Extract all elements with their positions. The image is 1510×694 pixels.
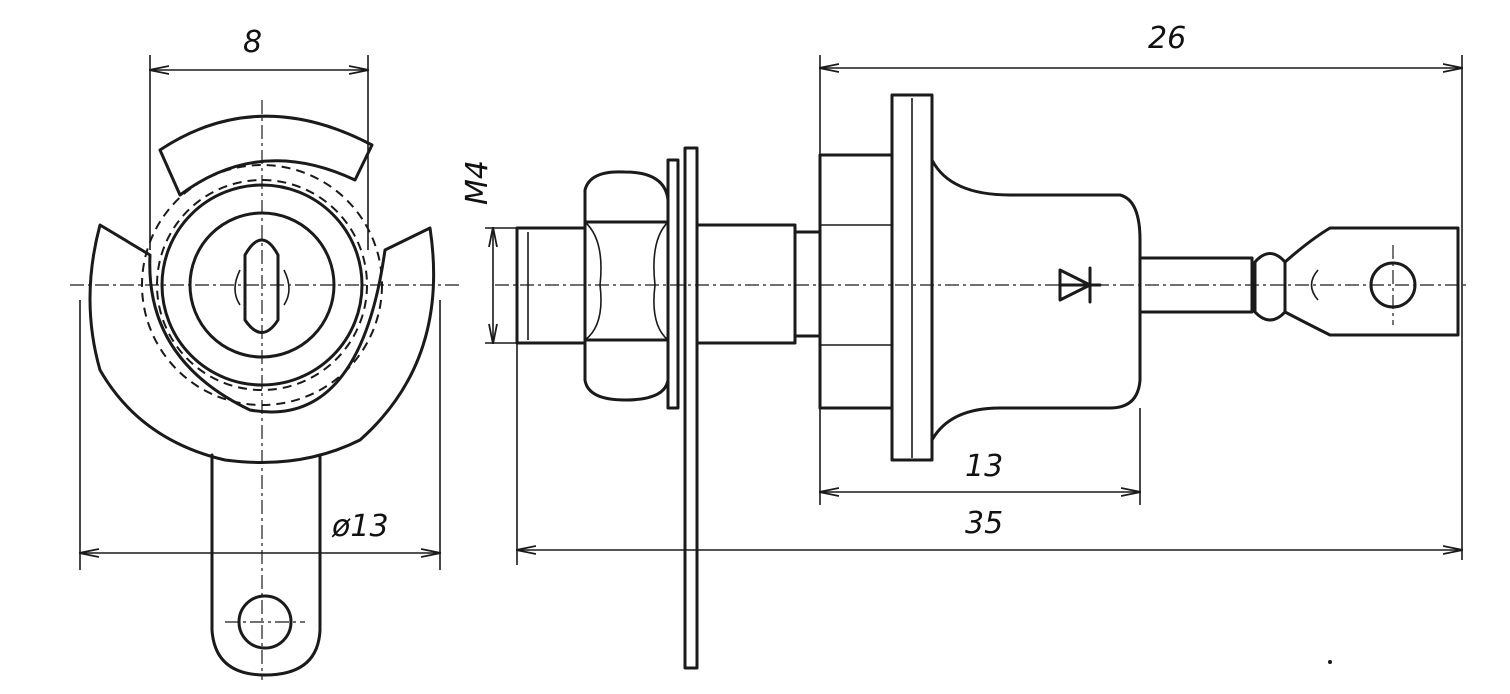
- dim-35-label: 35: [965, 506, 1003, 541]
- terminal-slot: [243, 238, 280, 334]
- upper-sector: [158, 114, 374, 197]
- washer: [666, 158, 680, 410]
- dim-m4-label: M4: [460, 160, 495, 205]
- shank: [695, 223, 797, 345]
- stray-mark: [1328, 660, 1332, 664]
- dim-13b-label: 13: [965, 449, 1003, 484]
- dim-8-label: 8: [243, 25, 262, 60]
- diode-cap: [930, 158, 1142, 442]
- nut-curves: [584, 221, 669, 341]
- terminal-lug: [1283, 226, 1460, 337]
- side-view: M4 26 13 35: [460, 21, 1470, 670]
- lower-crescent: [88, 223, 436, 464]
- diode-body: [818, 153, 894, 410]
- dim-diameter-label: ø13: [331, 509, 389, 544]
- front-view: 8 ø13: [70, 25, 460, 680]
- mounting-plate: [683, 146, 699, 670]
- dim-26-label: 26: [1148, 21, 1186, 56]
- lug-crimp-mark: [1310, 269, 1319, 301]
- flange: [890, 93, 934, 462]
- hidden-circle-inner: [156, 179, 368, 391]
- terminal-slot-detail: [234, 269, 290, 306]
- shank-collar: [793, 230, 822, 338]
- crimp-bead: [1253, 252, 1287, 322]
- lead-strip: [210, 453, 322, 677]
